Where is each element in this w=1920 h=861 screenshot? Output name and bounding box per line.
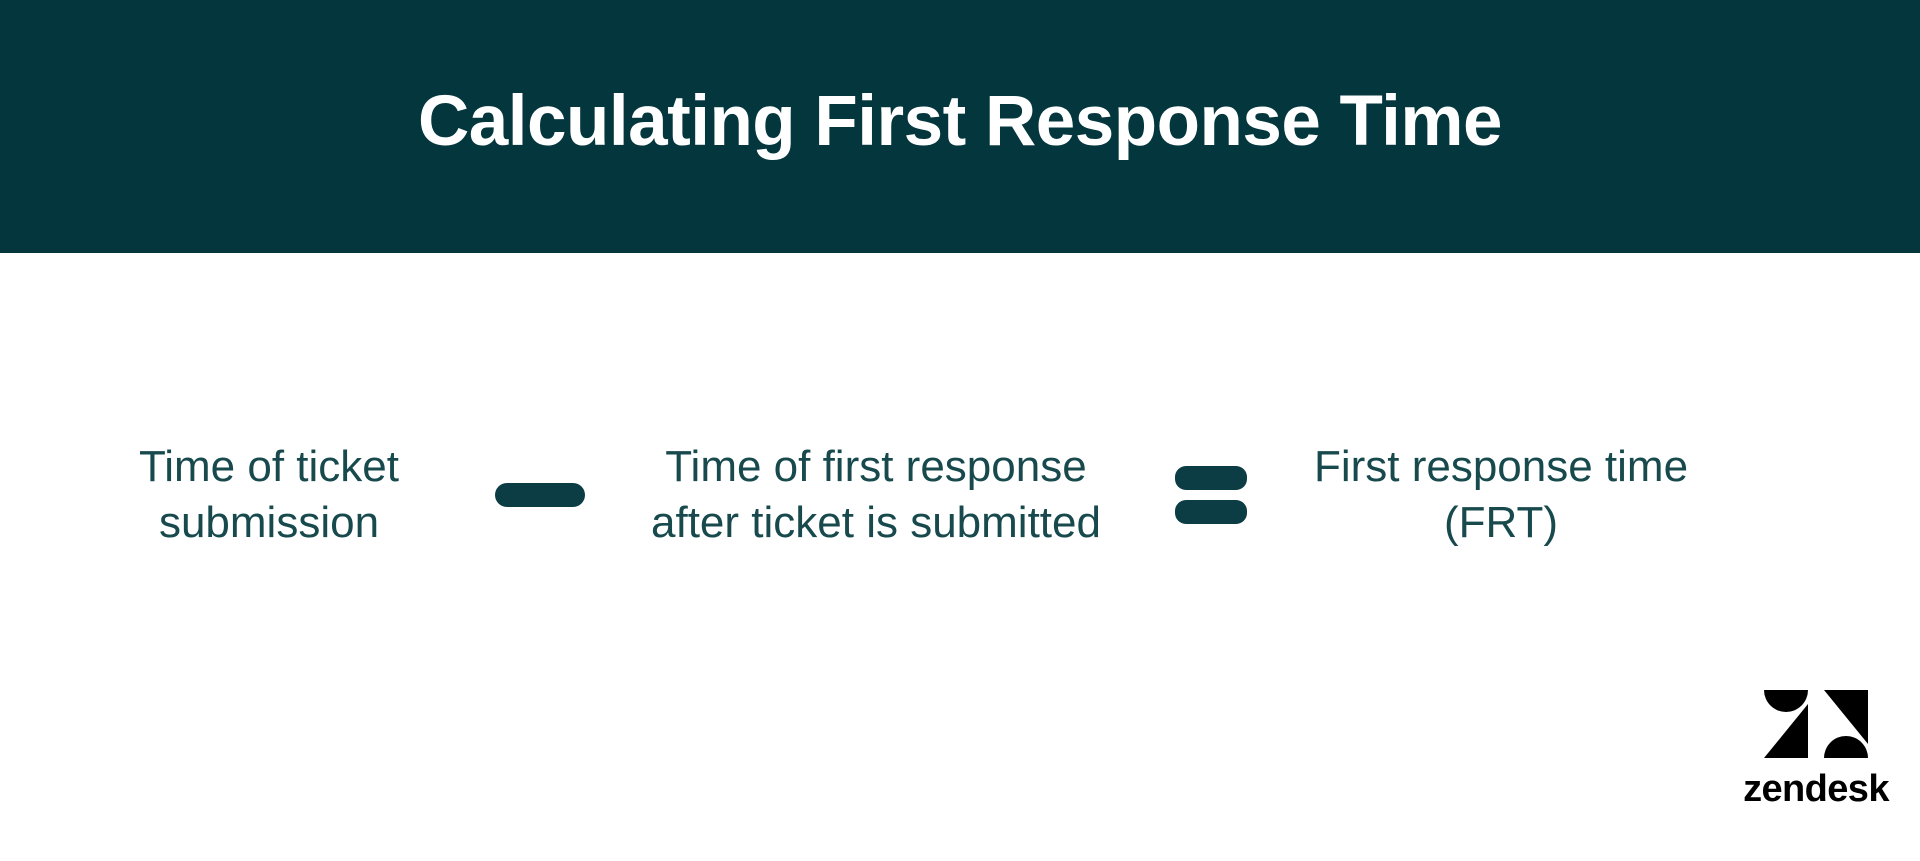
- formula-term-line: after ticket is submitted: [651, 498, 1101, 547]
- formula-row: Time of ticket submission Time of first …: [0, 395, 1790, 595]
- formula-term-first-response: Time of first response after ticket is s…: [596, 439, 1156, 552]
- formula-term-ticket-submission: Time of ticket submission: [54, 439, 484, 552]
- equals-bar-top: [1175, 466, 1247, 490]
- formula-term-frt: First response time (FRT): [1266, 439, 1736, 552]
- page-title: Calculating First Response Time: [418, 82, 1502, 162]
- zendesk-wordmark: zendesk: [1743, 768, 1889, 810]
- formula-term-line: Time of ticket: [139, 441, 399, 491]
- minus-bar: [495, 483, 585, 507]
- zendesk-logo: zendesk: [1736, 688, 1896, 808]
- zendesk-mark-icon: [1764, 690, 1868, 758]
- equals-bar-bottom: [1175, 500, 1247, 524]
- minus-operator-icon: [484, 483, 596, 507]
- formula-term-line: submission: [158, 498, 380, 547]
- formula-term-line: Time of first response: [665, 441, 1087, 491]
- formula-term-line: (FRT): [1443, 498, 1559, 547]
- equals-operator-icon: [1156, 466, 1266, 524]
- header-band: Calculating First Response Time: [0, 0, 1920, 253]
- formula-term-line: First response time: [1313, 441, 1689, 491]
